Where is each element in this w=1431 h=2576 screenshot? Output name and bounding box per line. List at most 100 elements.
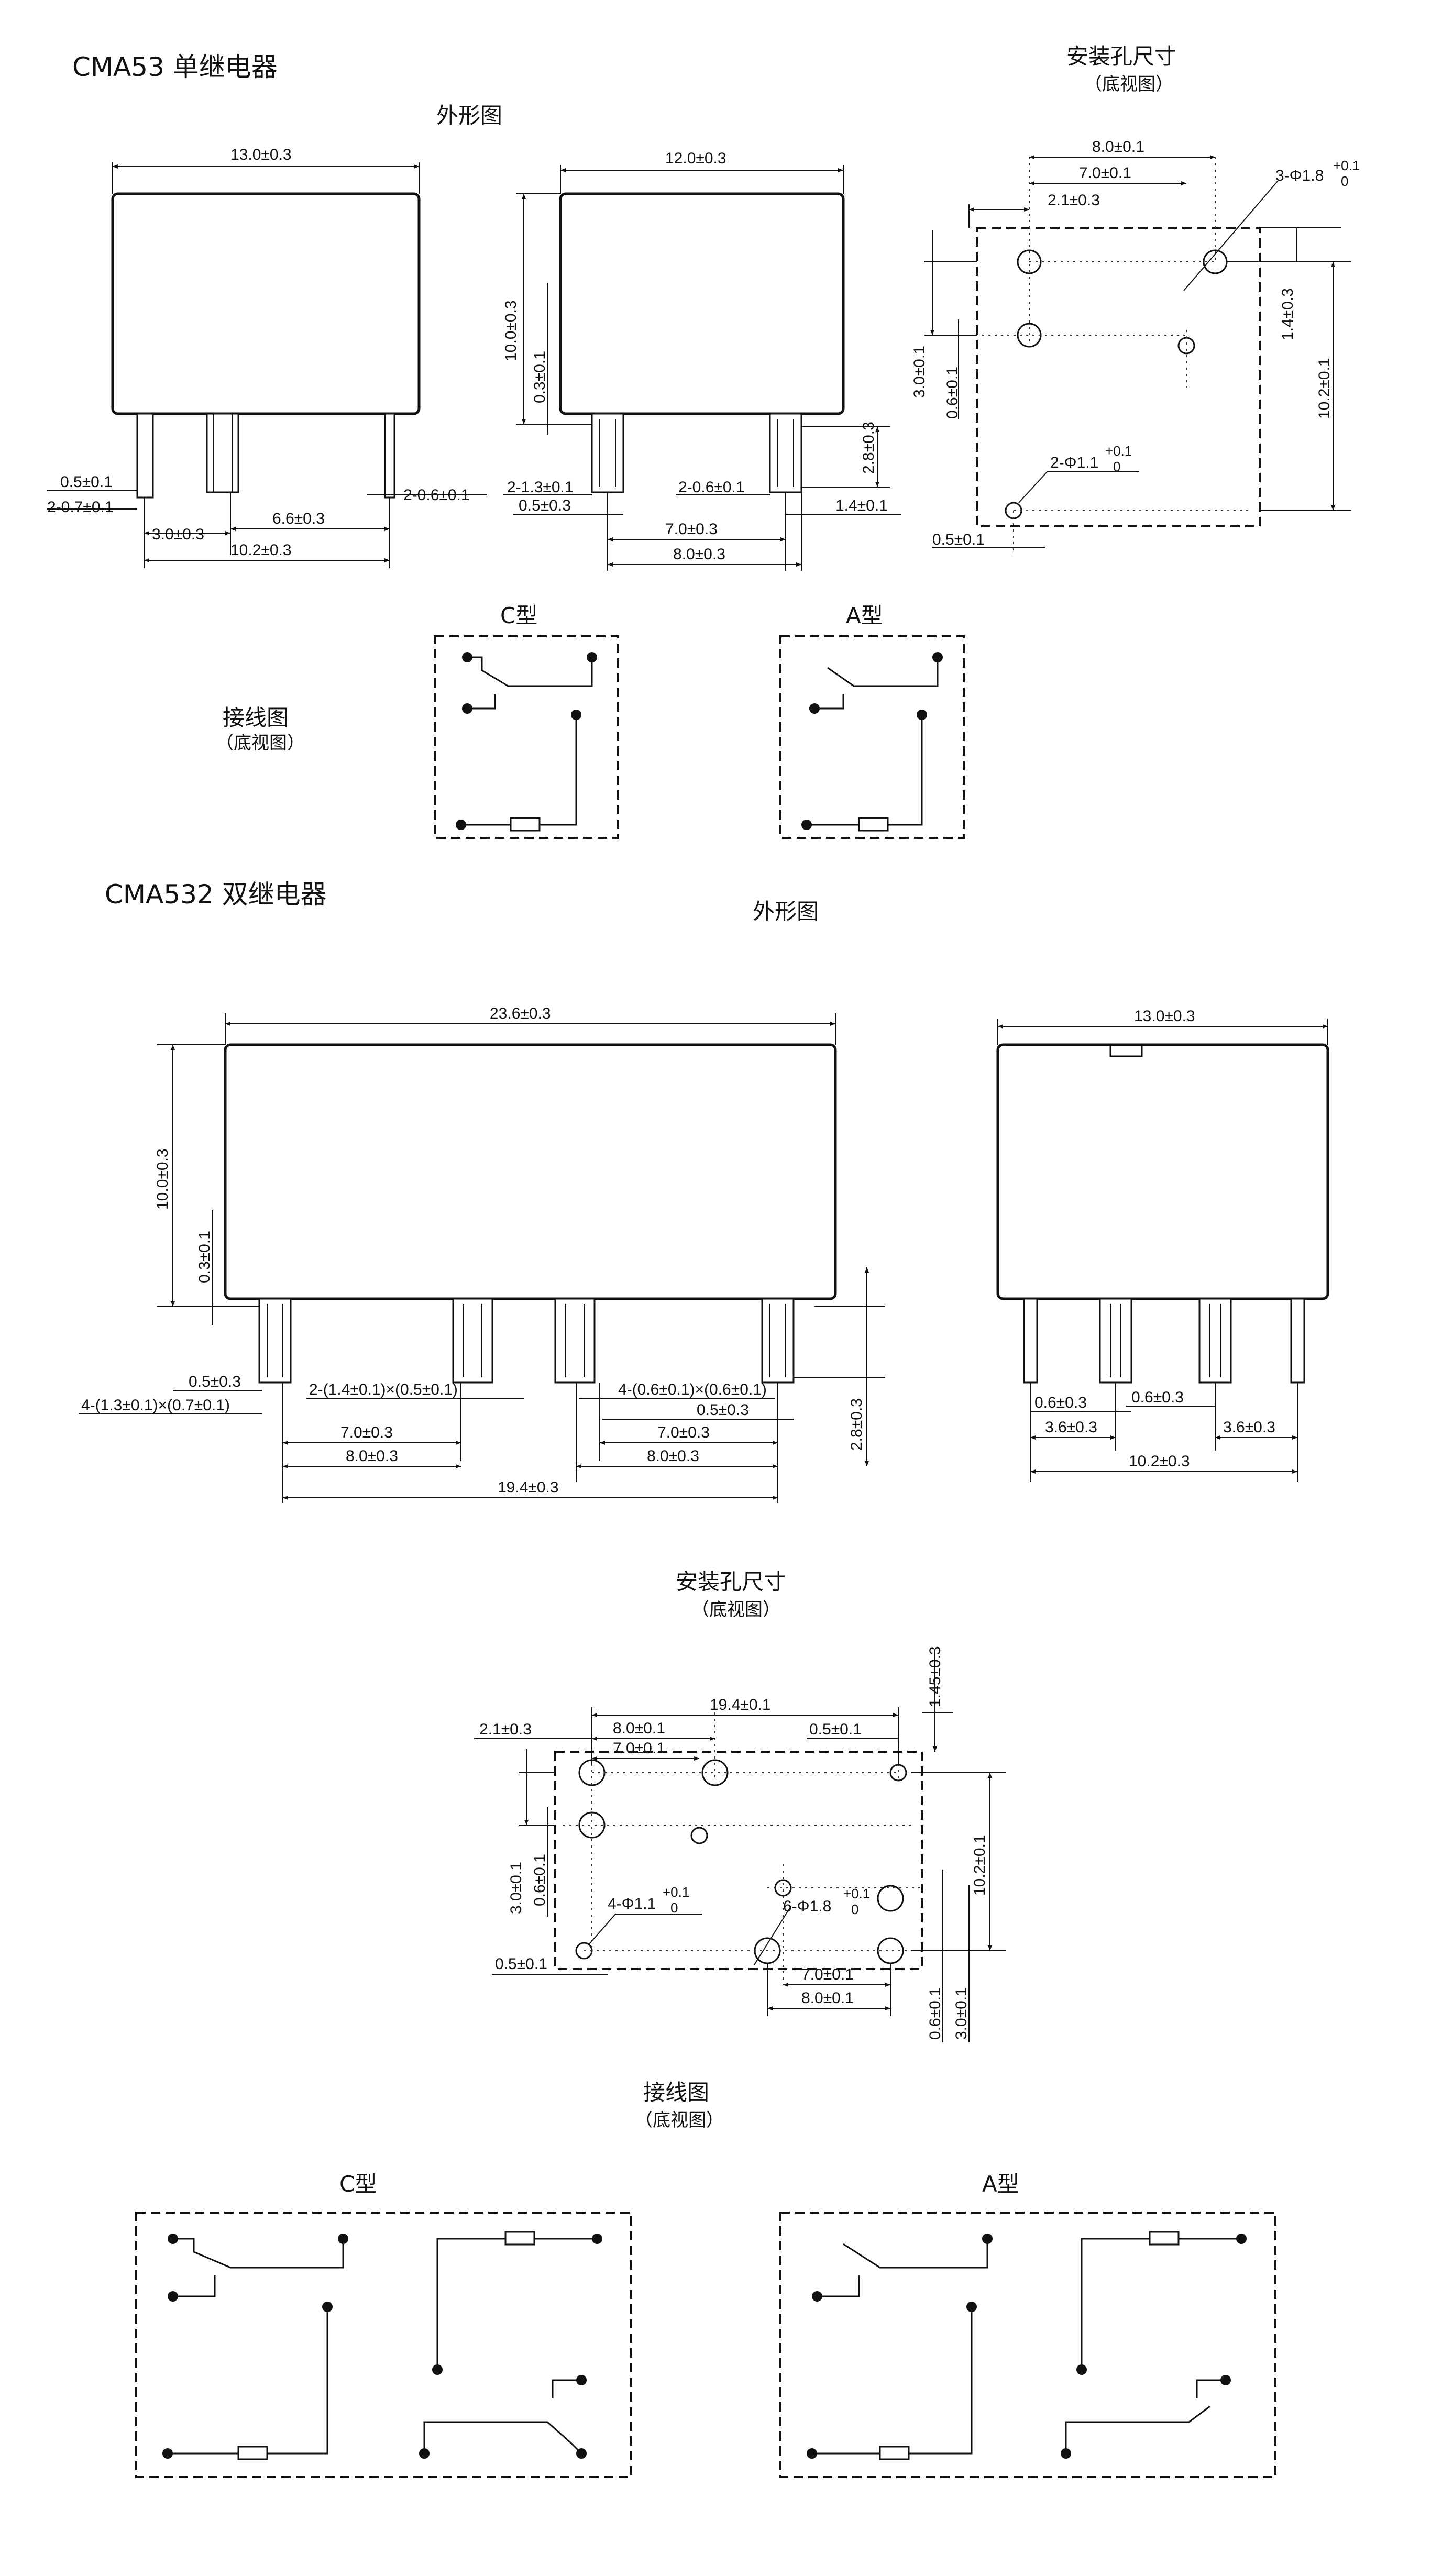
s1-outline-title: 外形图 xyxy=(436,103,502,128)
s1-type-a: A型 xyxy=(846,603,883,628)
s2-wiring-c xyxy=(135,2212,632,2478)
s2-front-dim-d4: 4-(0.6±0.1)×(0.6±0.1) xyxy=(618,1381,767,1398)
s2-side-dim-d1: 0.6±0.3 xyxy=(1034,1394,1087,1411)
s1-mount-dim-b: 7.0±0.1 xyxy=(1079,164,1131,182)
s2-hole xyxy=(877,1937,904,1964)
s2-front-dim-d1: 0.5±0.3 xyxy=(189,1373,241,1390)
s2-front-dim-d10: 19.4±0.3 xyxy=(498,1479,559,1496)
s2-type-c: C型 xyxy=(339,2171,377,2197)
s1-mount-hole3-tol-top: +0.1 xyxy=(1333,158,1360,173)
s2-wiring-sub: （底视图） xyxy=(635,2110,724,2131)
s2-side-dim-d4: 3.6±0.3 xyxy=(1223,1419,1275,1436)
s1-side-dim-h2: 0.3±0.1 xyxy=(531,351,548,403)
s2-mount-holes: 19.4±0.1 8.0±0.1 7.0±0.1 2.1±0.3 0.5±0.1… xyxy=(474,1646,1006,2042)
s1-mount-holes: 8.0±0.1 7.0±0.1 2.1±0.3 3-Φ1.8 +0.1 0 3.… xyxy=(911,138,1360,555)
s1-wiring-c xyxy=(434,635,619,839)
s1-mount-hole3: 3-Φ1.8 xyxy=(1275,167,1324,184)
s2-mount-dim-d: 2.1±0.3 xyxy=(479,1721,532,1738)
s2-outline-title: 外形图 xyxy=(753,899,819,924)
s1-side-dim-d1: 2-1.3±0.1 xyxy=(507,479,574,496)
s1-side-dim-d3: 2-0.6±0.1 xyxy=(678,479,745,496)
s1-mount-dim-a: 8.0±0.1 xyxy=(1092,138,1144,156)
s2-mount-hole4: 4-Φ1.1 xyxy=(608,1895,656,1912)
s2-mount-dim-e: 0.5±0.1 xyxy=(809,1721,862,1738)
s1-front-dim-top: 13.0±0.3 xyxy=(230,146,292,163)
s2-mount-dim-b: 8.0±0.1 xyxy=(613,1720,665,1737)
s2-mount-sub: （底视图） xyxy=(691,1599,780,1620)
s2-title: CMA532 双继电器 xyxy=(105,879,327,910)
s2-mount-dim-n: 3.0±0.1 xyxy=(953,1987,970,2040)
s2-mount-dim-g: 10.2±0.1 xyxy=(971,1834,988,1896)
s2-front-dim-d2: 4-(1.3±0.1)×(0.7±0.1) xyxy=(81,1397,230,1414)
s2-side-dim-d2: 0.6±0.3 xyxy=(1131,1389,1184,1406)
s2-front-dim-d5: 0.5±0.3 xyxy=(697,1401,749,1419)
s1-front-dim-d1: 0.5±0.1 xyxy=(60,473,113,491)
s2-mount-dim-j: 0.5±0.1 xyxy=(495,1955,547,1973)
s1-mount-dim-v3: 1.4±0.3 xyxy=(1279,288,1296,340)
s2-hole xyxy=(578,1811,606,1839)
s2-mount-hole6: 6-Φ1.8 xyxy=(783,1898,831,1915)
s2-side-dim-top: 13.0±0.3 xyxy=(1134,1008,1195,1025)
s1-title: CMA53 单继电器 xyxy=(72,52,278,82)
s2-front-dim-d11: 2.8±0.3 xyxy=(848,1398,865,1451)
s1-side-dim-d2: 0.5±0.3 xyxy=(519,497,571,514)
s2-mount-title: 安装孔尺寸 xyxy=(676,1569,786,1595)
s1-front-dim-d6: 10.2±0.3 xyxy=(230,541,292,559)
s1-side-dim-top: 12.0±0.3 xyxy=(665,150,726,167)
s2-side-dim-d5: 10.2±0.3 xyxy=(1129,1453,1190,1470)
s2-mount-hole4-tol-top: +0.1 xyxy=(663,1884,689,1900)
s1-side-dim-d5: 1.4±0.1 xyxy=(835,497,888,514)
s2-front-dim-h: 10.0±0.3 xyxy=(154,1148,171,1210)
s1-side-dim-d7: 8.0±0.3 xyxy=(673,546,725,563)
s1-side-dim-h: 10.0±0.3 xyxy=(502,300,520,361)
s1-front-view: 13.0±0.3 0.5±0.1 2-0.7±0.1 3.0±0.3 6.6±0… xyxy=(47,146,487,568)
s1-mount-dim-v1: 3.0±0.1 xyxy=(911,346,928,398)
s2-front-dim-top: 23.6±0.3 xyxy=(490,1005,551,1022)
s2-wiring-a xyxy=(779,2212,1276,2478)
s2-mount-dim-h: 3.0±0.1 xyxy=(508,1862,525,1914)
s2-type-a: A型 xyxy=(982,2171,1019,2197)
s2-wiring-title: 接线图 xyxy=(643,2080,709,2105)
s2-mount-dim-a: 19.4±0.1 xyxy=(710,1696,771,1713)
s2-mount-dim-i: 0.6±0.1 xyxy=(531,1854,548,1906)
s1-mount-title: 安装孔尺寸 xyxy=(1066,43,1176,69)
s1-hole xyxy=(1177,337,1195,355)
s2-hole xyxy=(701,1759,729,1786)
s1-front-dim-d4: 6.6±0.3 xyxy=(272,510,325,527)
s2-front-dim-h2: 0.3±0.1 xyxy=(196,1231,213,1283)
s1-mount-hole2: 2-Φ1.1 xyxy=(1050,454,1098,471)
s2-mount-hole6-tol-bot: 0 xyxy=(851,1901,858,1917)
s2-mount-dim-c: 7.0±0.1 xyxy=(613,1740,665,1757)
s2-hole xyxy=(774,1879,792,1897)
s2-front-dim-d9: 8.0±0.3 xyxy=(647,1447,699,1465)
s2-hole xyxy=(877,1885,904,1912)
s2-mount-dim-l: 8.0±0.1 xyxy=(801,1989,854,2007)
s1-mount-sub: （底视图） xyxy=(1084,74,1173,95)
s1-side-dim-d4: 2.8±0.3 xyxy=(860,422,877,474)
s1-front-dim-d2: 2-0.7±0.1 xyxy=(47,499,114,516)
s2-mount-hole6-tol-top: +0.1 xyxy=(843,1886,870,1901)
s1-type-c: C型 xyxy=(500,603,537,628)
s1-mount-dim-e: 0.5±0.1 xyxy=(932,531,985,548)
s2-front-dim-d7: 7.0±0.3 xyxy=(657,1424,710,1441)
s2-front-dim-d3: 2-(1.4±0.1)×(0.5±0.1) xyxy=(309,1381,458,1398)
s1-front-dim-d5: 2-0.6±0.1 xyxy=(403,487,470,504)
s1-front-dim-d3: 3.0±0.3 xyxy=(152,526,204,543)
s1-hole xyxy=(1017,249,1042,274)
s2-front-dim-d6: 7.0±0.3 xyxy=(340,1424,393,1441)
s2-front-dim-d8: 8.0±0.3 xyxy=(346,1447,398,1465)
s1-mount-hole2-tol-bot: 0 xyxy=(1113,459,1120,474)
s1-mount-dim-v2: 0.6±0.1 xyxy=(944,367,961,419)
s1-mount-dim-v4: 10.2±0.1 xyxy=(1316,358,1333,419)
s2-mount-hole4-tol-bot: 0 xyxy=(670,1900,678,1916)
s1-mount-hole3-tol-bot: 0 xyxy=(1341,173,1348,189)
s1-wiring-title: 接线图 xyxy=(223,705,289,731)
s2-mount-dim-k: 7.0±0.1 xyxy=(801,1966,854,1983)
s2-mount-dim-m: 0.6±0.1 xyxy=(927,1987,944,2040)
s1-side-view: 12.0±0.3 10.0±0.3 0.3±0.1 2.8±0.3 2-1.3±… xyxy=(502,150,901,571)
s1-mount-dim-c: 2.1±0.3 xyxy=(1048,192,1100,209)
s2-side-dim-d3: 3.6±0.3 xyxy=(1045,1419,1097,1436)
s1-wiring-sub: （底视图） xyxy=(216,733,305,754)
